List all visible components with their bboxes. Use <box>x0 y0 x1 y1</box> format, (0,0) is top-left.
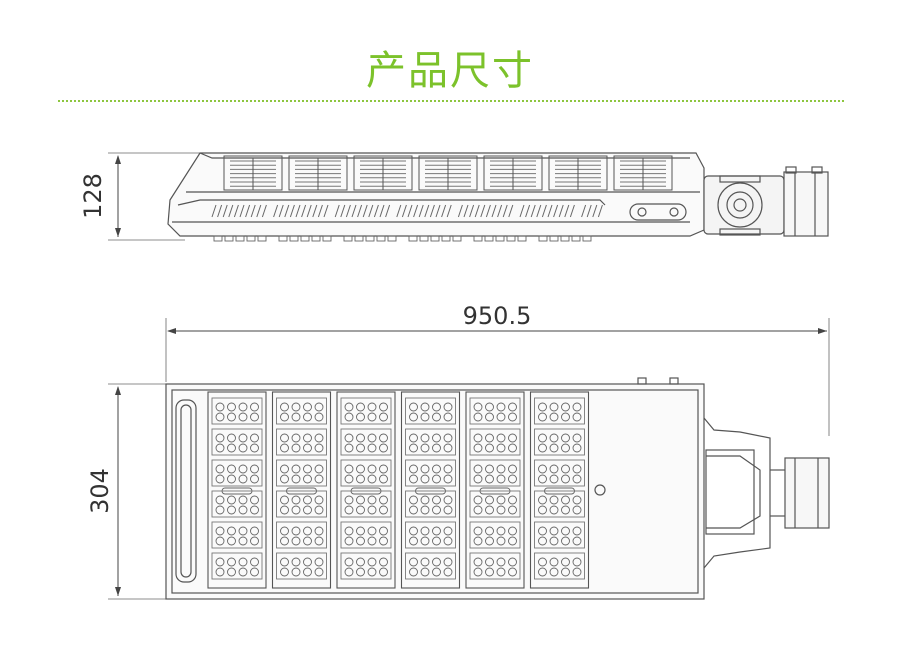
fin-block <box>483 155 543 191</box>
page-title: 产品尺寸 <box>366 48 534 94</box>
top-pole-clamp <box>784 457 830 529</box>
side-height-label: 128 <box>79 173 107 219</box>
side-oval-plate <box>629 203 687 221</box>
top-led-modules <box>207 391 590 589</box>
top-handle-slot <box>175 399 197 583</box>
side-pole-clamp <box>783 171 829 237</box>
length-dimension <box>165 318 830 436</box>
side-joint-circle <box>717 182 763 228</box>
top-housing-outline <box>165 383 705 600</box>
led-module <box>336 391 396 589</box>
side-view <box>108 152 829 242</box>
side-fins <box>223 155 673 191</box>
led-module <box>207 391 267 589</box>
led-module <box>400 391 461 589</box>
side-vents <box>211 204 603 218</box>
led-module <box>529 391 590 589</box>
fin-block <box>353 155 413 191</box>
fin-block <box>288 155 348 191</box>
top-connector <box>703 417 771 569</box>
fin-block <box>613 155 673 191</box>
top-width-dimension <box>108 383 166 600</box>
fin-block <box>223 155 283 191</box>
top-width-label: 304 <box>86 468 114 514</box>
fin-block <box>548 155 608 191</box>
side-led-bumps <box>213 235 592 242</box>
side-height-dimension <box>108 152 200 241</box>
length-label: 950.5 <box>463 302 532 330</box>
top-view <box>108 377 830 600</box>
fin-block <box>418 155 478 191</box>
led-module <box>271 391 332 589</box>
title-divider <box>58 100 844 102</box>
led-module <box>465 391 525 589</box>
